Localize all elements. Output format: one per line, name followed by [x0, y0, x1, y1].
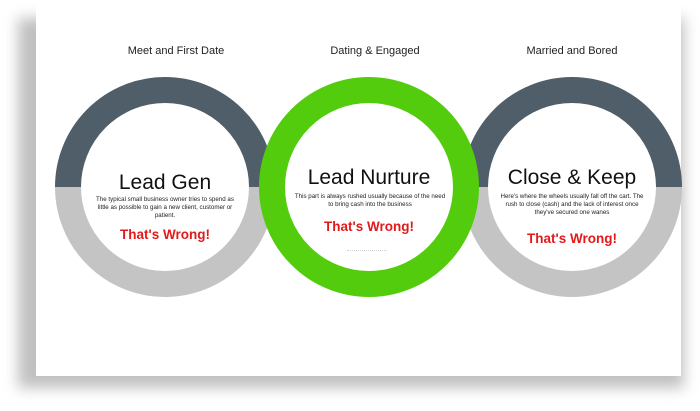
ring-close-keep	[462, 77, 682, 297]
body-lead-gen: The typical small business owner tries t…	[96, 196, 234, 219]
body-lead-nurture: This part is always rushed usually becau…	[294, 193, 446, 208]
stage-title-3: Married and Bored	[526, 45, 618, 57]
heading-close-keep: Close & Keep	[507, 166, 637, 189]
verdict-lead-nurture: That's Wrong!	[324, 219, 414, 234]
verdict-close-keep: That's Wrong!	[527, 231, 617, 246]
stage-title-1: Meet and First Date	[127, 45, 225, 57]
stage-title-2: Dating & Engaged	[330, 45, 420, 57]
body-close-keep: Here's where the wheels usually fall off…	[500, 193, 644, 216]
heading-lead-nurture: Lead Nurture	[307, 166, 431, 189]
ring-lead-nurture	[259, 77, 479, 297]
divider	[347, 250, 387, 251]
heading-lead-gen: Lead Gen	[118, 171, 212, 194]
verdict-lead-gen: That's Wrong!	[120, 227, 210, 242]
ring-lead-gen	[55, 77, 275, 297]
